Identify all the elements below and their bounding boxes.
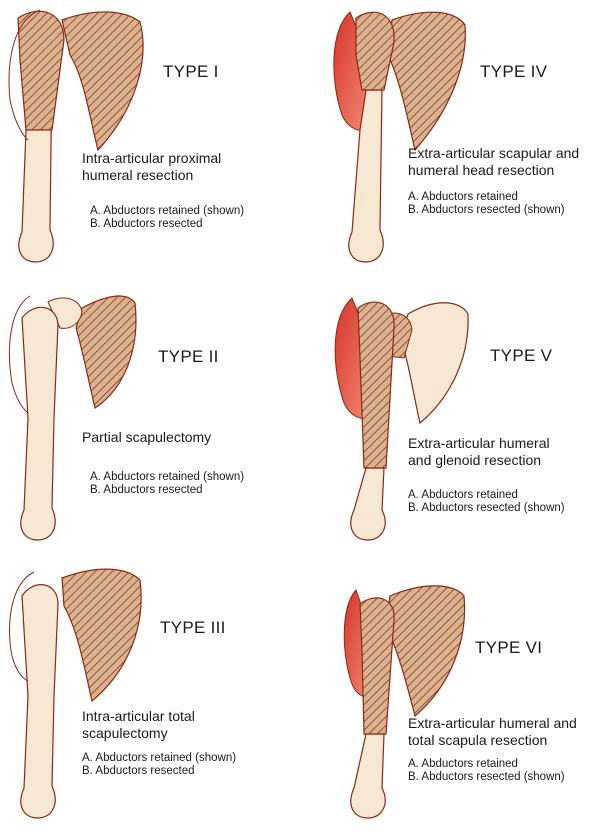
type-4-illustration bbox=[333, 11, 466, 263]
humerus bbox=[20, 584, 59, 819]
scapula-remnant bbox=[47, 297, 83, 329]
resection-description: Partial scapulectomy bbox=[82, 429, 211, 446]
abductor-options: A. Abductors retained (shown) B. Abducto… bbox=[90, 471, 244, 497]
panel-type-3: TYPE III Intra-articular total scapulect… bbox=[0, 556, 300, 834]
resected-scapula bbox=[61, 568, 142, 703]
type-title: TYPE VI bbox=[475, 638, 543, 657]
resection-description: Intra-articular total scapulectomy bbox=[82, 708, 195, 742]
abductor-options: A. Abductors retained B. Abductors resec… bbox=[408, 191, 565, 217]
type-1-illustration bbox=[8, 9, 144, 263]
abductor-options: A. Abductors retained (shown) B. Abducto… bbox=[90, 205, 244, 231]
humerus-shaft bbox=[350, 733, 386, 819]
resection-description: Extra-articular humeral and total scapul… bbox=[408, 715, 577, 749]
type-title: TYPE III bbox=[160, 618, 226, 637]
option-b: B. Abductors resected (shown) bbox=[408, 502, 565, 514]
type-title: TYPE IV bbox=[480, 62, 548, 81]
description-line: Intra-articular proximal bbox=[82, 150, 222, 166]
description-line: humeral head resection bbox=[408, 162, 555, 178]
option-a: A. Abductors retained bbox=[408, 758, 518, 770]
type-3-illustration bbox=[9, 568, 142, 819]
scapula bbox=[61, 11, 144, 152]
description-line: Partial scapulectomy bbox=[82, 429, 212, 445]
type-2-illustration bbox=[8, 295, 137, 541]
option-b: B. Abductors resected (shown) bbox=[408, 204, 565, 216]
scapula bbox=[399, 302, 469, 425]
description-line: Extra-articular humeral bbox=[408, 435, 550, 451]
description-line: Intra-articular total bbox=[82, 708, 195, 724]
panel-type-1: TYPE I Intra-articular proximal humeral … bbox=[0, 0, 300, 278]
deltoid-outline bbox=[8, 295, 31, 414]
option-a: A. Abductors retained (shown) bbox=[82, 752, 237, 764]
abductor-options: A. Abductors retained B. Abductors resec… bbox=[408, 489, 565, 515]
option-a: A. Abductors retained (shown) bbox=[90, 205, 245, 217]
resected-scapula bbox=[385, 585, 466, 718]
description-line: and glenoid resection bbox=[408, 452, 542, 468]
panel-type-4: TYPE IV Extra-articular scapular and hum… bbox=[300, 0, 600, 278]
option-b: B. Abductors resected bbox=[90, 484, 203, 496]
humerus bbox=[20, 306, 59, 541]
resection-description: Extra-articular scapular and humeral hea… bbox=[408, 145, 579, 179]
abductor-options: A. Abductors retained (shown) B. Abducto… bbox=[82, 752, 236, 778]
abductor-options: A. Abductors retained B. Abductors resec… bbox=[408, 758, 565, 784]
type-title: TYPE I bbox=[163, 62, 219, 81]
description-line: Extra-articular humeral and bbox=[408, 715, 577, 731]
deltoid-outline bbox=[8, 9, 41, 141]
resected-scapula bbox=[387, 11, 466, 152]
resected-humeral-head bbox=[355, 11, 395, 91]
humerus-shaft bbox=[348, 89, 384, 263]
description-line: Extra-articular scapular and bbox=[408, 145, 580, 161]
option-a: A. Abductors retained bbox=[408, 489, 518, 501]
type-title: TYPE V bbox=[490, 346, 553, 365]
resected-humerus bbox=[359, 597, 395, 735]
description-line: total scapula resection bbox=[408, 732, 548, 748]
option-b: B. Abductors resected (shown) bbox=[408, 771, 565, 783]
panel-type-6: TYPE VI Extra-articular humeral and tota… bbox=[300, 556, 600, 834]
resection-description: Intra-articular proximal humeral resecti… bbox=[82, 150, 221, 184]
description-line: humeral resection bbox=[82, 167, 194, 183]
option-b: B. Abductors resected bbox=[82, 765, 195, 777]
deltoid-outline bbox=[9, 571, 35, 682]
resected-humerus bbox=[357, 301, 395, 469]
panel-type-2: TYPE II Partial scapulectomy A. Abductor… bbox=[0, 278, 300, 556]
humerus-shaft bbox=[350, 467, 386, 541]
description-line: scapulectomy bbox=[82, 725, 168, 741]
resected-humeral-head bbox=[17, 10, 65, 131]
resection-description: Extra-articular humeral and glenoid rese… bbox=[408, 435, 550, 469]
option-b: B. Abductors resected bbox=[90, 218, 203, 230]
type-title: TYPE II bbox=[158, 347, 219, 366]
type-5-illustration bbox=[334, 297, 469, 541]
option-a: A. Abductors retained bbox=[408, 191, 518, 203]
resected-scapula-portion bbox=[75, 295, 137, 409]
type-6-illustration bbox=[343, 585, 466, 819]
option-a: A. Abductors retained (shown) bbox=[90, 471, 245, 483]
panel-type-5: TYPE V Extra-articular humeral and gleno… bbox=[300, 278, 600, 556]
